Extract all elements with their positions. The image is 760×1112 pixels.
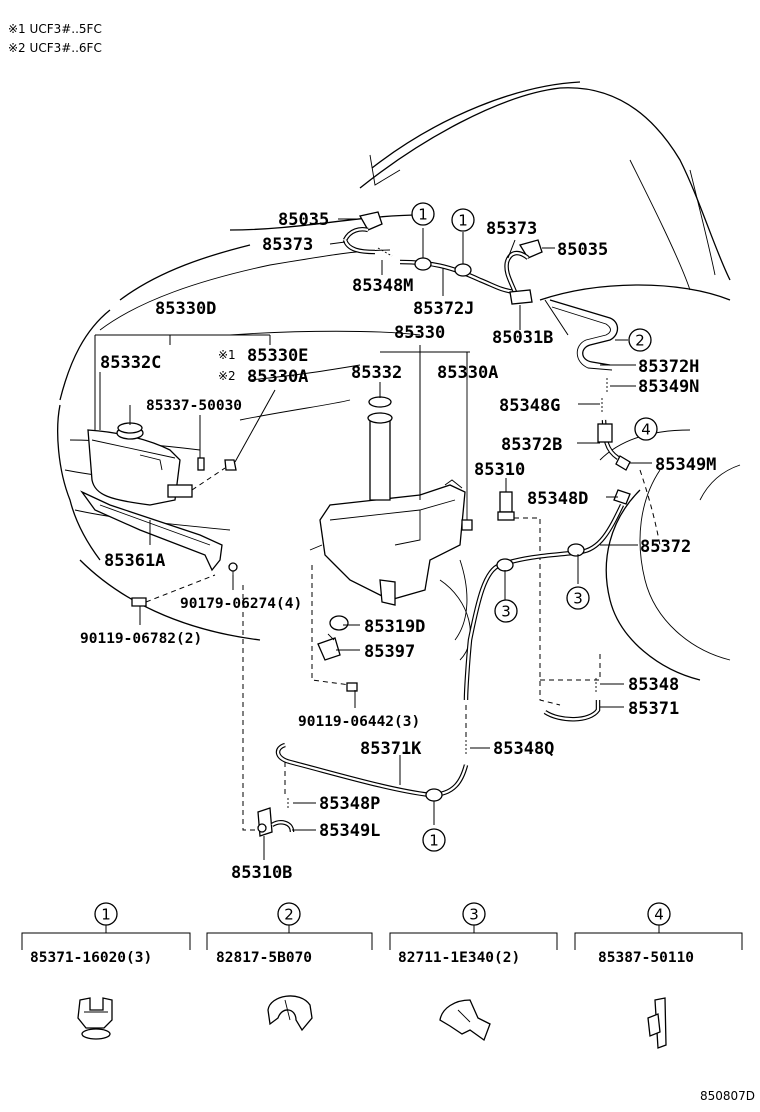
clamp-3-part: 82711-1E340(2): [398, 950, 520, 966]
callout-1-right: 1: [451, 208, 475, 232]
callout-2: 2: [628, 328, 652, 352]
diagram-reference: 850807D: [700, 1089, 755, 1103]
note-mark-2: ※2: [8, 41, 26, 55]
label-85373-left: 85373: [262, 235, 313, 255]
reservoir-85330: [309, 380, 561, 706]
clamp-column-1: 1 85371-16020(3): [21, 902, 191, 1040]
label-85372B: 85372B: [501, 435, 562, 455]
callout-3-left: 3: [494, 599, 518, 623]
note-text-2: UCF3#..6FC: [30, 41, 102, 55]
model-notes: ※1 UCF3#..5FC ※2 UCF3#..6FC: [8, 22, 102, 55]
callout-1-bottom: 1: [422, 828, 446, 852]
label-85371: 85371: [628, 699, 679, 719]
callout-4: 4: [634, 417, 658, 441]
svg-text:1: 1: [429, 832, 439, 850]
label-85332: 85332: [351, 363, 402, 383]
svg-text:3: 3: [573, 590, 583, 608]
callout-3-right: 3: [566, 586, 590, 610]
clamp-1-number: 1: [101, 906, 111, 924]
label-85371K: 85371K: [360, 739, 422, 759]
label-85319D: 85319D: [364, 617, 425, 637]
svg-text:4: 4: [641, 421, 651, 439]
label-85330A-mark: ※2: [218, 369, 236, 383]
label-85330D: 85330D: [155, 299, 216, 319]
label-85372J: 85372J: [413, 299, 474, 319]
label-85332C: 85332C: [100, 353, 161, 373]
label-85330A-note: 85330A: [247, 367, 308, 387]
label-85372: 85372: [640, 537, 691, 557]
clamp-column-3: 3 82711-1E340(2): [389, 902, 558, 1042]
hoses: [242, 211, 631, 837]
svg-text:※1 UCF3#..5FC: ※1 UCF3#..5FC: [8, 22, 102, 36]
clamp-1-part: 85371-16020(3): [30, 950, 152, 966]
label-85310: 85310: [474, 460, 525, 480]
reservoir-assembly-85330D: [80, 422, 238, 607]
label-90119-06442: 90119-06442(3): [298, 714, 420, 730]
clamp-column-4: 4 85387-50110: [574, 902, 743, 1049]
part-labels: 85035 85373 85348M 85373 85035 85372J 85…: [80, 210, 716, 883]
label-85348: 85348: [628, 675, 679, 695]
clamp-column-2: 2 82817-5B070: [206, 902, 373, 1032]
label-85348P: 85348P: [319, 794, 380, 814]
label-85035-left: 85035: [278, 210, 329, 230]
clamp-2-number: 2: [284, 906, 294, 924]
label-85349M: 85349M: [655, 455, 716, 475]
svg-text:1: 1: [418, 206, 428, 224]
label-85337-50030: 85337-50030: [146, 398, 242, 414]
svg-text:※2 UCF3#..6FC: ※2 UCF3#..6FC: [8, 41, 102, 55]
label-85348Q: 85348Q: [493, 739, 554, 759]
label-85330E-mark: ※1: [218, 348, 236, 362]
label-85330: 85330: [394, 323, 445, 343]
label-85348G: 85348G: [499, 396, 560, 416]
svg-text:3: 3: [501, 603, 511, 621]
label-85035-right: 85035: [557, 240, 608, 260]
note-text-1: UCF3#..5FC: [30, 22, 102, 36]
label-85372H: 85372H: [638, 357, 699, 377]
label-85031B: 85031B: [492, 328, 553, 348]
label-90179-06274: 90179-06274(4): [180, 596, 302, 612]
clamp-4-part: 85387-50110: [598, 950, 694, 966]
label-85373-right: 85373: [486, 219, 537, 239]
callout-markers: 1 1 2 4 3 3 1: [411, 202, 658, 852]
label-85348D: 85348D: [527, 489, 588, 509]
label-85330E: 85330E: [247, 346, 308, 366]
label-90119-06782: 90119-06782(2): [80, 631, 202, 647]
label-85349L: 85349L: [319, 821, 380, 841]
label-85361A: 85361A: [104, 551, 165, 571]
note-mark-1: ※1: [8, 22, 26, 36]
clamp-3-number: 3: [469, 906, 479, 924]
clamp-reference-table: 1 85371-16020(3) 2 82817-5B070 3 82711-1…: [21, 902, 743, 1049]
label-85349N: 85349N: [638, 377, 699, 397]
svg-text:2: 2: [635, 332, 645, 350]
label-85397: 85397: [364, 642, 415, 662]
callout-1-left: 1: [411, 202, 435, 226]
label-85330A: 85330A: [437, 363, 498, 383]
leader-lines: [94, 218, 652, 860]
label-85310B: 85310B: [231, 863, 292, 883]
label-85348M: 85348M: [352, 276, 413, 296]
clamp-2-part: 82817-5B070: [216, 950, 312, 966]
svg-text:1: 1: [458, 212, 468, 230]
clamp-4-number: 4: [654, 906, 664, 924]
